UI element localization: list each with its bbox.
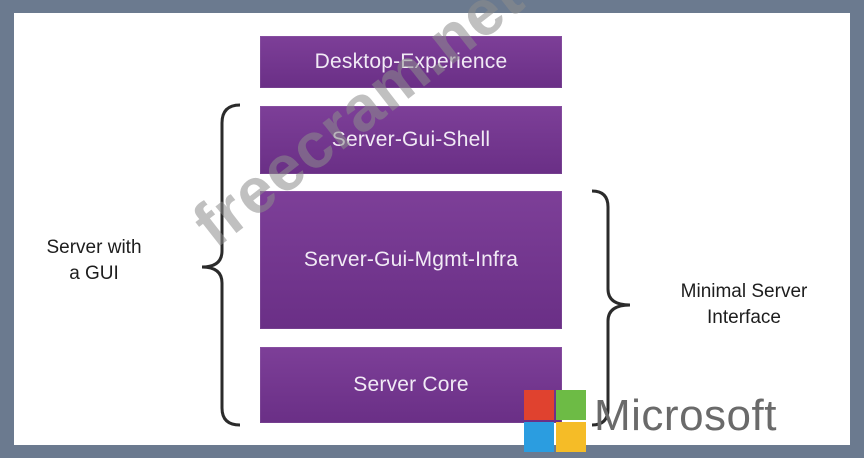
- layer-server-gui-mgmt-infra: Server-Gui-Mgmt-Infra: [260, 191, 562, 329]
- layer-server-core: Server Core: [260, 347, 562, 423]
- right-brace: [591, 189, 631, 427]
- server-with-gui-label: Server with a GUI: [14, 235, 174, 287]
- left-brace: [201, 103, 241, 427]
- server-with-gui-line1: Server with: [46, 237, 142, 258]
- microsoft-brand-text: Microsoft: [594, 391, 777, 440]
- minimal-server-line2: Interface: [707, 307, 781, 328]
- microsoft-logo-icon: [524, 390, 586, 452]
- layer-server-gui-shell: Server-Gui-Shell: [260, 106, 562, 174]
- logo-yellow-square: [556, 422, 586, 452]
- logo-green-square: [556, 390, 586, 420]
- layer-desktop-experience: Desktop-Experience: [260, 36, 562, 88]
- server-with-gui-line2: a GUI: [69, 263, 119, 284]
- minimal-server-interface-label: Minimal Server Interface: [644, 279, 844, 331]
- logo-red-square: [524, 390, 554, 420]
- logo-blue-square: [524, 422, 554, 452]
- minimal-server-line1: Minimal Server: [680, 281, 808, 302]
- diagram-canvas: Desktop-Experience Server-Gui-Shell Serv…: [14, 0, 850, 452]
